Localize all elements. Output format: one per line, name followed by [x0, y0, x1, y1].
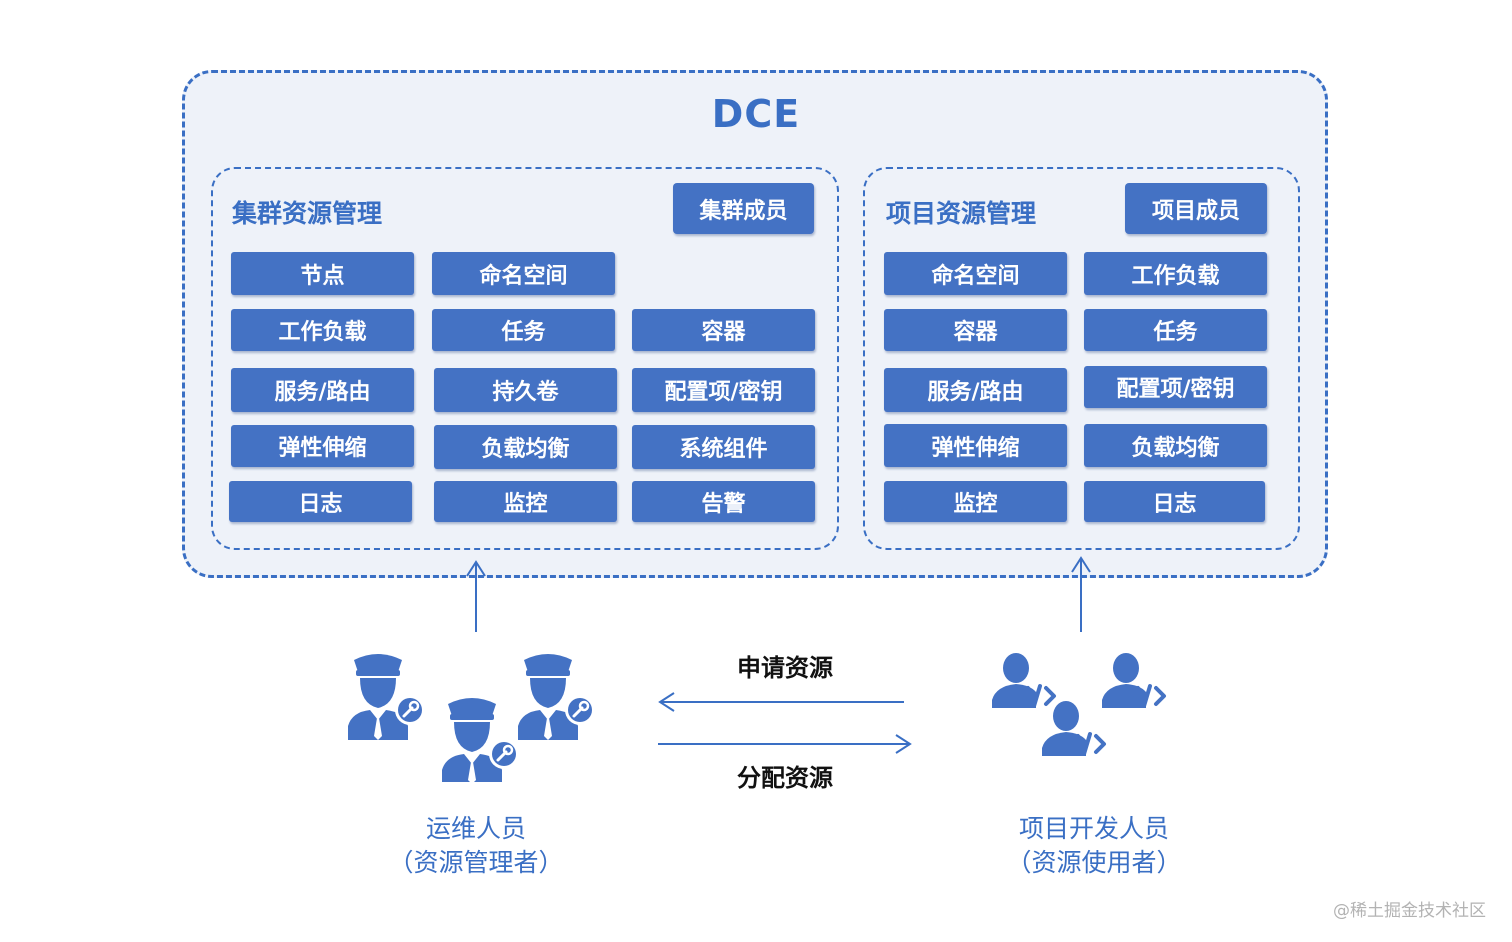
cluster-res-logs[interactable]: 日志: [229, 481, 412, 522]
request-resources-label: 申请资源: [737, 654, 833, 682]
dev-actor-role: （资源使用者）: [1006, 848, 1182, 877]
watermark: @稀土掘金技术社区: [1333, 901, 1486, 921]
project-res-configmap-secret[interactable]: 配置项/密钥: [1084, 366, 1267, 408]
cluster-res-job[interactable]: 任务: [432, 309, 615, 351]
project-res-monitoring[interactable]: 监控: [884, 481, 1067, 522]
dev-actor-label: 项目开发人员 （资源使用者）: [976, 812, 1212, 880]
ops-actor-name: 运维人员: [425, 814, 526, 843]
cluster-res-alerts[interactable]: 告警: [632, 481, 815, 522]
cluster-res-autoscaling[interactable]: 弹性伸缩: [231, 425, 414, 467]
cluster-res-container[interactable]: 容器: [632, 309, 815, 351]
cluster-res-service-route[interactable]: 服务/路由: [231, 368, 414, 412]
project-panel-title: 项目资源管理: [886, 199, 1037, 228]
project-res-load-balancer[interactable]: 负载均衡: [1084, 424, 1267, 467]
developer-icon: [990, 651, 1166, 758]
ops-engineer-icon: [346, 652, 597, 782]
dev-up-arrow: [1071, 556, 1091, 632]
cluster-res-load-balancer[interactable]: 负载均衡: [434, 425, 617, 469]
cluster-res-persistent-volume[interactable]: 持久卷: [434, 368, 617, 412]
project-res-service-route[interactable]: 服务/路由: [884, 368, 1067, 412]
cluster-res-configmap-secret[interactable]: 配置项/密钥: [632, 368, 815, 412]
project-res-logs[interactable]: 日志: [1084, 481, 1265, 522]
cluster-panel-title: 集群资源管理: [232, 199, 383, 228]
cluster-res-namespace[interactable]: 命名空间: [432, 252, 615, 295]
cluster-resource-panel: [211, 167, 839, 550]
project-res-container[interactable]: 容器: [884, 309, 1067, 351]
cluster-res-monitoring[interactable]: 监控: [434, 481, 617, 522]
ops-actor-role: （资源管理者）: [388, 848, 564, 877]
dev-actor-name: 项目开发人员: [1018, 814, 1169, 843]
project-res-job[interactable]: 任务: [1084, 309, 1267, 351]
cluster-res-workload[interactable]: 工作负载: [231, 309, 414, 351]
cluster-res-system-components[interactable]: 系统组件: [632, 425, 815, 469]
cluster-res-node[interactable]: 节点: [231, 252, 414, 295]
ops-up-arrow: [466, 560, 486, 632]
project-res-autoscaling[interactable]: 弹性伸缩: [884, 424, 1067, 467]
allocate-resources-label: 分配资源: [737, 764, 833, 792]
allocate-arrow-right: [658, 734, 912, 754]
project-res-namespace[interactable]: 命名空间: [884, 252, 1067, 295]
project-members-button[interactable]: 项目成员: [1125, 183, 1267, 234]
dce-title: DCE: [711, 92, 801, 136]
request-arrow-left: [658, 692, 904, 712]
ops-actor-label: 运维人员 （资源管理者）: [376, 812, 576, 880]
project-resource-panel: [863, 167, 1300, 550]
cluster-members-button[interactable]: 集群成员: [673, 183, 814, 234]
project-res-workload[interactable]: 工作负载: [1084, 252, 1267, 295]
